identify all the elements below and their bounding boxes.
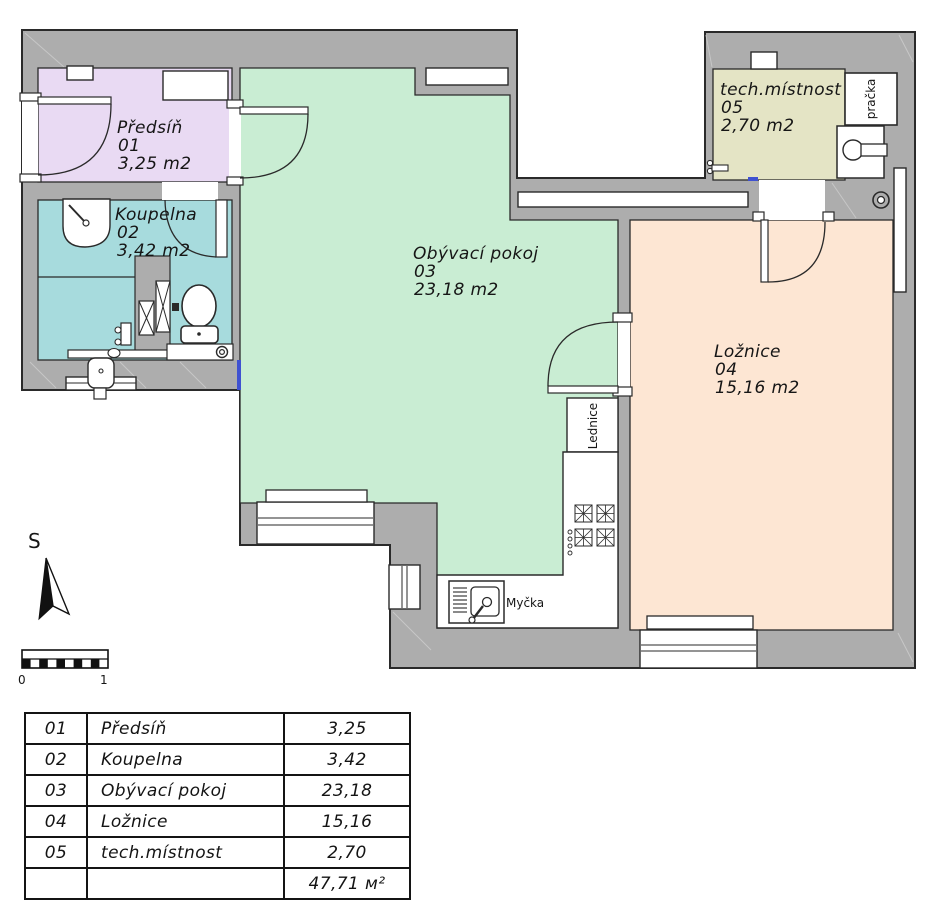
empty-cell — [26, 869, 88, 898]
room-label-bathroom: Koupelna 02 3,42 m2 — [115, 205, 197, 261]
door-arc — [164, 199, 217, 258]
bathroom-door — [162, 182, 228, 258]
tech-fixtures — [706, 72, 898, 209]
door-arc — [547, 321, 619, 387]
room-name-cell: Obývací pokoj — [88, 776, 285, 805]
shower-head — [107, 347, 121, 359]
floor-plan-drawing: Předsíň 01 3,25 m2 Koupelna 02 3,42 m2 O… — [18, 29, 916, 687]
plumbing-marks — [237, 177, 758, 390]
window-glass-lines — [66, 382, 756, 652]
room-label-tech: tech.místnost 05 2,70 m2 — [720, 80, 842, 136]
room-area: 3,25 m2 — [118, 154, 191, 174]
room-number: 01 — [118, 136, 140, 156]
window-right-slot — [893, 167, 907, 293]
dishwasher-label: Myčka — [506, 596, 544, 610]
room-number-cell: 04 — [26, 807, 88, 836]
room-area: 2,70 m2 — [721, 116, 794, 136]
kitchen-sink — [448, 580, 505, 624]
room-name: Obývací pokoj — [413, 244, 539, 264]
room-area-cell: 3,25 — [327, 718, 367, 739]
north-label: S — [28, 529, 41, 553]
room-number-cell: 03 — [26, 776, 88, 805]
shower-valve — [172, 303, 179, 311]
room-area-cell: 23,18 — [321, 780, 373, 801]
table-total-row: 47,71 м² — [26, 869, 409, 898]
room-area-cell: 2,70 — [327, 842, 367, 863]
fridge-label: Lednice — [586, 403, 600, 449]
room-name: Předsíň — [117, 118, 183, 138]
window-band — [517, 191, 749, 208]
room-name-cell: Koupelna — [88, 745, 285, 774]
tech-faucet — [706, 159, 729, 175]
room-label-living: Obývací pokoj 03 23,18 m2 — [413, 244, 539, 300]
washing-machine — [844, 72, 898, 126]
radiator-bedroom — [646, 615, 754, 630]
room-area: 3,42 m2 — [117, 241, 190, 261]
room-number: 03 — [414, 262, 436, 282]
bathroom-step — [166, 343, 234, 361]
scale-end: 1 — [100, 673, 108, 687]
door-arc — [767, 221, 826, 283]
hallway-living-door — [226, 99, 309, 186]
faucet — [481, 596, 493, 608]
room-area-cell: 3,42 — [327, 749, 367, 770]
radiator-living — [265, 489, 368, 503]
room-area: 23,18 m2 — [414, 280, 499, 300]
table-row: 04 Ložnice 15,16 — [26, 807, 409, 838]
hallway-closet — [162, 70, 229, 101]
room-number: 05 — [721, 98, 743, 118]
empty-cell — [88, 869, 285, 898]
scale-start: 0 — [18, 673, 26, 687]
room-label-bedroom: Ložnice 04 15,16 m2 — [714, 342, 800, 398]
room-legend-table: 01 Předsíň 3,25 02 Koupelna 3,42 03 Obýv… — [24, 712, 411, 900]
wall-niche — [66, 65, 94, 81]
table-row: 01 Předsíň 3,25 — [26, 714, 409, 745]
room-label-hallway: Předsíň 01 3,25 m2 — [117, 118, 191, 174]
fridge — [566, 397, 619, 453]
table-row: 05 tech.místnost 2,70 — [26, 838, 409, 869]
room-number: 02 — [117, 223, 139, 243]
living-bedroom-door — [547, 312, 633, 397]
door-arc — [239, 113, 309, 179]
window-bedroom — [639, 629, 758, 669]
doors — [19, 92, 835, 397]
windows — [65, 51, 907, 669]
room-name-cell: Ložnice — [88, 807, 285, 836]
room-number-cell: 05 — [26, 838, 88, 867]
radiators — [265, 489, 754, 630]
north-arrow: S — [28, 529, 71, 621]
kitchen — [436, 397, 619, 629]
room-number-cell: 01 — [26, 714, 88, 743]
room-name: tech.místnost — [720, 80, 842, 100]
table-row: 03 Obývací pokoj 23,18 — [26, 776, 409, 807]
table-row: 02 Koupelna 3,42 — [26, 745, 409, 776]
room-area: 15,16 m2 — [715, 378, 800, 398]
room-bedroom-floor — [629, 219, 894, 631]
room-name-cell: Předsíň — [88, 714, 285, 743]
total-area-cell: 47,71 м² — [308, 873, 386, 894]
toilet-bowl — [181, 284, 217, 328]
room-number: 04 — [715, 360, 737, 380]
room-area-cell: 15,16 — [321, 811, 373, 832]
room-name-cell: tech.místnost — [88, 838, 285, 867]
stove — [567, 504, 615, 556]
door-arc — [37, 103, 112, 176]
window-living-bottom — [256, 501, 375, 545]
tech-bedroom-door — [752, 180, 835, 283]
bathroom-fixtures — [62, 198, 234, 400]
entry-door — [19, 92, 112, 183]
room-name: Koupelna — [115, 205, 197, 225]
room-name: Ložnice — [714, 342, 781, 362]
window-top-recess — [425, 67, 509, 86]
room-number-cell: 02 — [26, 745, 88, 774]
scale-bar: 0 1 — [18, 649, 109, 687]
washer-label: pračka — [864, 79, 878, 120]
window-kitchen — [388, 564, 421, 610]
vent-shaft — [750, 51, 778, 70]
shower-mixer — [120, 322, 132, 346]
wall-joint-lines — [24, 32, 914, 663]
north-arrow-light-half — [45, 557, 71, 616]
